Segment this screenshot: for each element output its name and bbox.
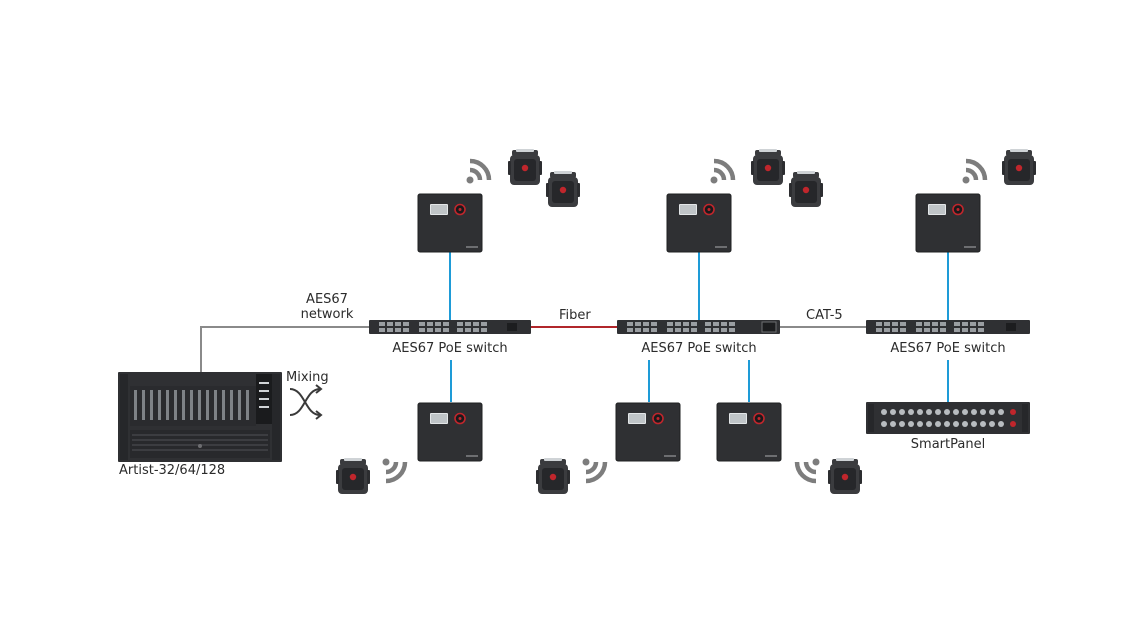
aes67-network-label: AES67 network bbox=[296, 292, 358, 322]
wifi-icon-bottom-3 bbox=[797, 459, 820, 482]
switch-1-label: AES67 PoE switch bbox=[392, 341, 508, 356]
transceiver-top-1 bbox=[417, 193, 483, 253]
cables bbox=[200, 252, 949, 402]
transceiver-top-2 bbox=[666, 193, 732, 253]
aes67-network-label-line2: network bbox=[300, 307, 354, 322]
artist-label: Artist-32/64/128 bbox=[119, 463, 226, 478]
beltpack-icon-1 bbox=[508, 149, 542, 185]
wifi-icon-top-1 bbox=[467, 161, 490, 184]
aes67-network-cable bbox=[200, 326, 369, 372]
poe-switch-3 bbox=[866, 320, 1030, 334]
cat5-label: CAT-5 bbox=[806, 308, 843, 323]
poe-switch-1 bbox=[369, 320, 531, 334]
poe-switch-2 bbox=[617, 320, 780, 334]
fiber-label: Fiber bbox=[559, 308, 591, 323]
beltpack-icon-4 bbox=[789, 171, 823, 207]
artist-frame bbox=[118, 372, 282, 462]
transceiver-top-3 bbox=[915, 193, 981, 253]
smartpanel-label: SmartPanel bbox=[910, 437, 986, 452]
transceiver-bottom-2 bbox=[615, 402, 681, 462]
smartpanel-device bbox=[866, 402, 1030, 434]
beltpack-icon-5 bbox=[1002, 149, 1036, 185]
switch-2-label: AES67 PoE switch bbox=[641, 341, 757, 356]
mixing-arrows-icon bbox=[289, 384, 323, 420]
beltpack-icon-2 bbox=[546, 171, 580, 207]
wifi-icon-top-2 bbox=[711, 161, 734, 184]
wifi-icon-bottom-1 bbox=[383, 459, 406, 482]
wifi-icon-bottom-2 bbox=[583, 459, 606, 482]
beltpack-icon-8 bbox=[828, 458, 862, 494]
wifi-icon-top-3 bbox=[963, 161, 986, 184]
switch-3-label: AES67 PoE switch bbox=[890, 341, 1006, 356]
beltpack-icon-6 bbox=[336, 458, 370, 494]
transceiver-bottom-3 bbox=[716, 402, 782, 462]
aes67-network-label-line1: AES67 bbox=[306, 292, 348, 307]
beltpack-icon-3 bbox=[751, 149, 785, 185]
mixing-label: Mixing bbox=[286, 370, 329, 385]
transceiver-bottom-1 bbox=[417, 402, 483, 462]
beltpack-icon-7 bbox=[536, 458, 570, 494]
